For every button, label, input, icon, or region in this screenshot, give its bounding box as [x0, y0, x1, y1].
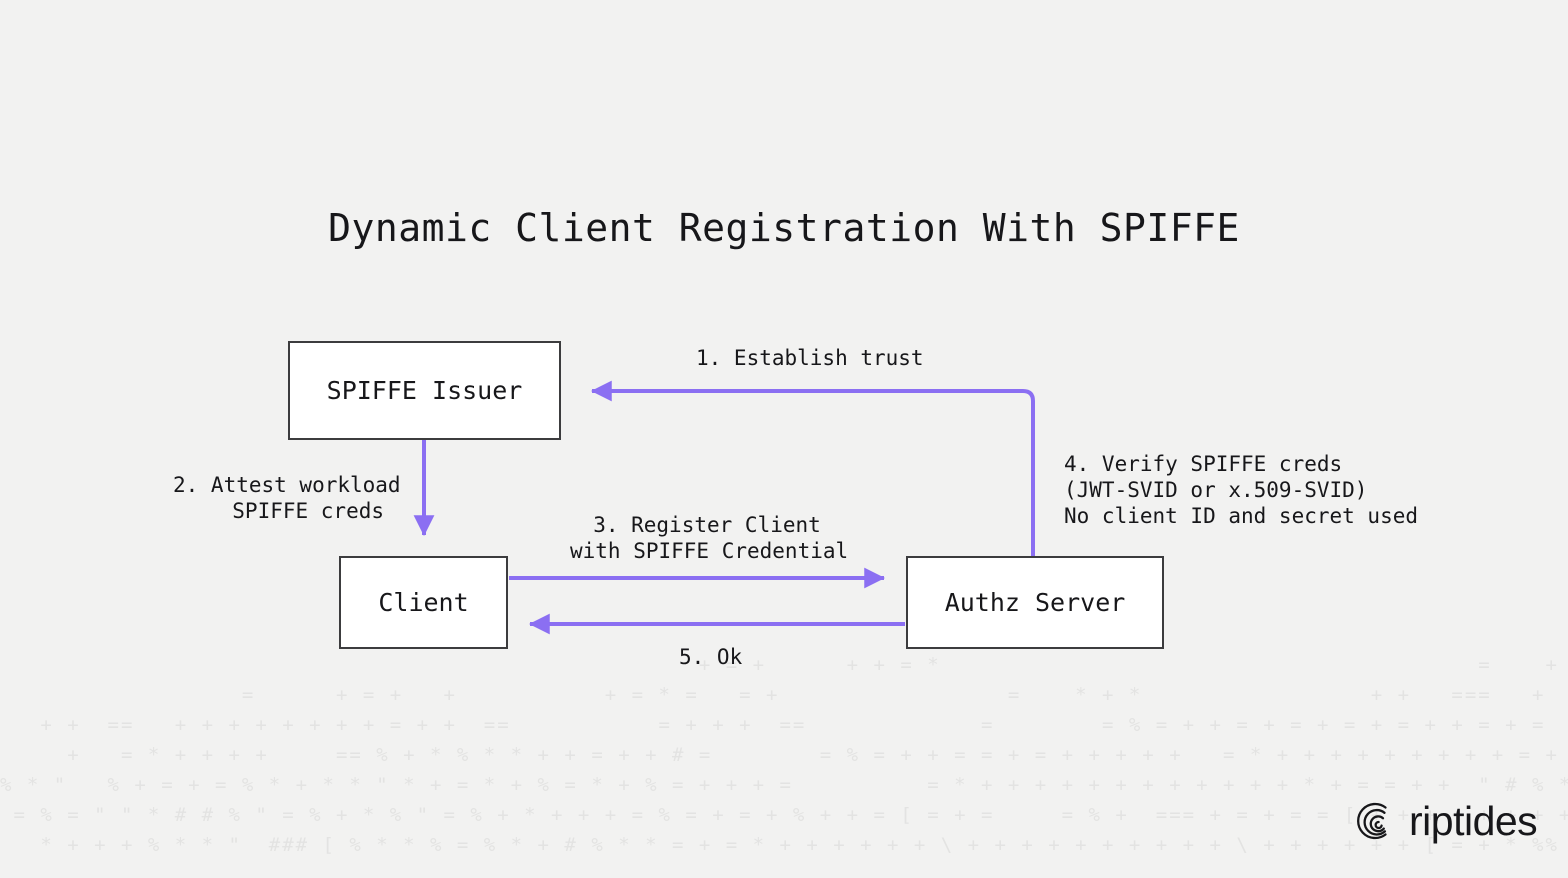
edge-1-label: 1. Establish trust	[696, 346, 924, 370]
node-spiffe-issuer[interactable]: SPIFFE Issuer	[288, 341, 561, 440]
page-title: Dynamic Client Registration With SPIFFE	[328, 206, 1240, 250]
riptides-logo: riptides	[1351, 797, 1538, 844]
edge-2-label: 2. Attest workload SPIFFE creds	[173, 473, 401, 523]
riptides-spiral-icon	[1357, 802, 1387, 840]
edge-4-label: 4. Verify SPIFFE creds (JWT-SVID or x.50…	[1064, 452, 1419, 528]
node-spiffe-issuer-label: SPIFFE Issuer	[326, 376, 523, 405]
edge-3-label: 3. Register Client with SPIFFE Credentia…	[570, 513, 849, 563]
edge-5-label: 5. Ok	[679, 645, 743, 669]
node-authz-server[interactable]: Authz Server	[906, 556, 1164, 649]
node-client[interactable]: Client	[339, 556, 508, 649]
riptides-wordmark: riptides	[1409, 797, 1538, 844]
node-authz-server-label: Authz Server	[944, 588, 1126, 617]
edge-1-connector	[590, 380, 1035, 556]
node-client-label: Client	[378, 588, 469, 617]
